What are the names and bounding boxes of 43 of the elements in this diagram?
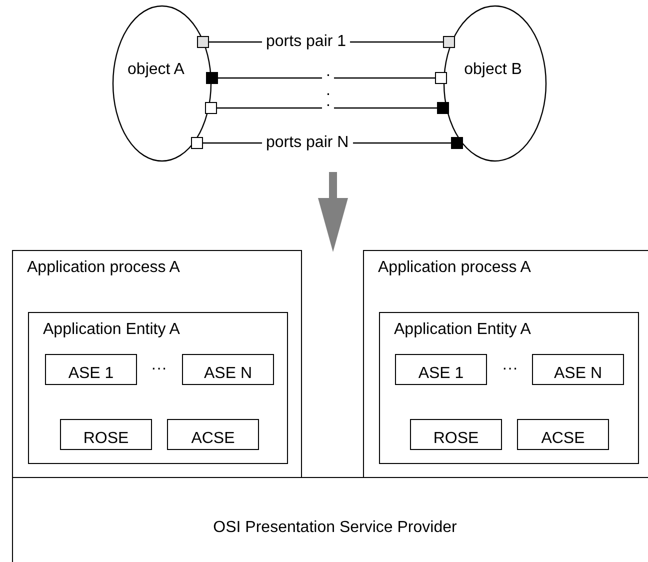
module-box xyxy=(60,419,152,450)
module-box xyxy=(45,354,137,385)
port-square xyxy=(443,36,455,48)
ellipsis: ··· xyxy=(502,360,518,378)
container-box xyxy=(12,250,302,478)
node-text: Application Entity A xyxy=(394,321,531,339)
node-text: OSI Presentation Service Provider xyxy=(212,519,458,537)
node-text: ASE N xyxy=(202,365,253,383)
ellipsis: ··· xyxy=(151,360,167,378)
node-text: object A xyxy=(126,60,186,80)
module-box xyxy=(517,419,609,450)
module-box xyxy=(167,419,259,450)
node-text: ACSE xyxy=(540,430,586,448)
port-square xyxy=(191,137,203,149)
node-text: ASE 1 xyxy=(67,365,115,383)
port-square xyxy=(437,102,449,114)
node-text: ASE 1 xyxy=(417,365,465,383)
connector-line xyxy=(217,107,437,109)
node-text: Application process A xyxy=(27,259,180,277)
node-text: object B xyxy=(463,60,523,80)
module-box xyxy=(410,419,502,450)
container-box xyxy=(363,250,648,478)
node-text: ACSE xyxy=(190,430,236,448)
edge-label: ports pair N xyxy=(262,134,353,152)
module-box xyxy=(395,354,487,385)
edge-label: ports pair 1 xyxy=(262,33,350,51)
port-square xyxy=(451,137,463,149)
object-ellipse xyxy=(112,5,212,162)
node-text: Application Entity A xyxy=(43,321,180,339)
node-text: ASE N xyxy=(552,365,603,383)
container-box xyxy=(28,312,288,464)
object-ellipse xyxy=(443,5,547,162)
module-box xyxy=(532,354,624,385)
node-text: Application process A xyxy=(378,259,531,277)
port-square xyxy=(435,72,447,84)
provider-box xyxy=(12,477,648,562)
node-text: ROSE xyxy=(432,430,480,448)
node-text: ROSE xyxy=(82,430,130,448)
module-box xyxy=(182,354,274,385)
container-box xyxy=(379,312,639,464)
connector-line xyxy=(218,77,435,79)
port-square xyxy=(206,72,218,84)
port-square xyxy=(205,102,217,114)
